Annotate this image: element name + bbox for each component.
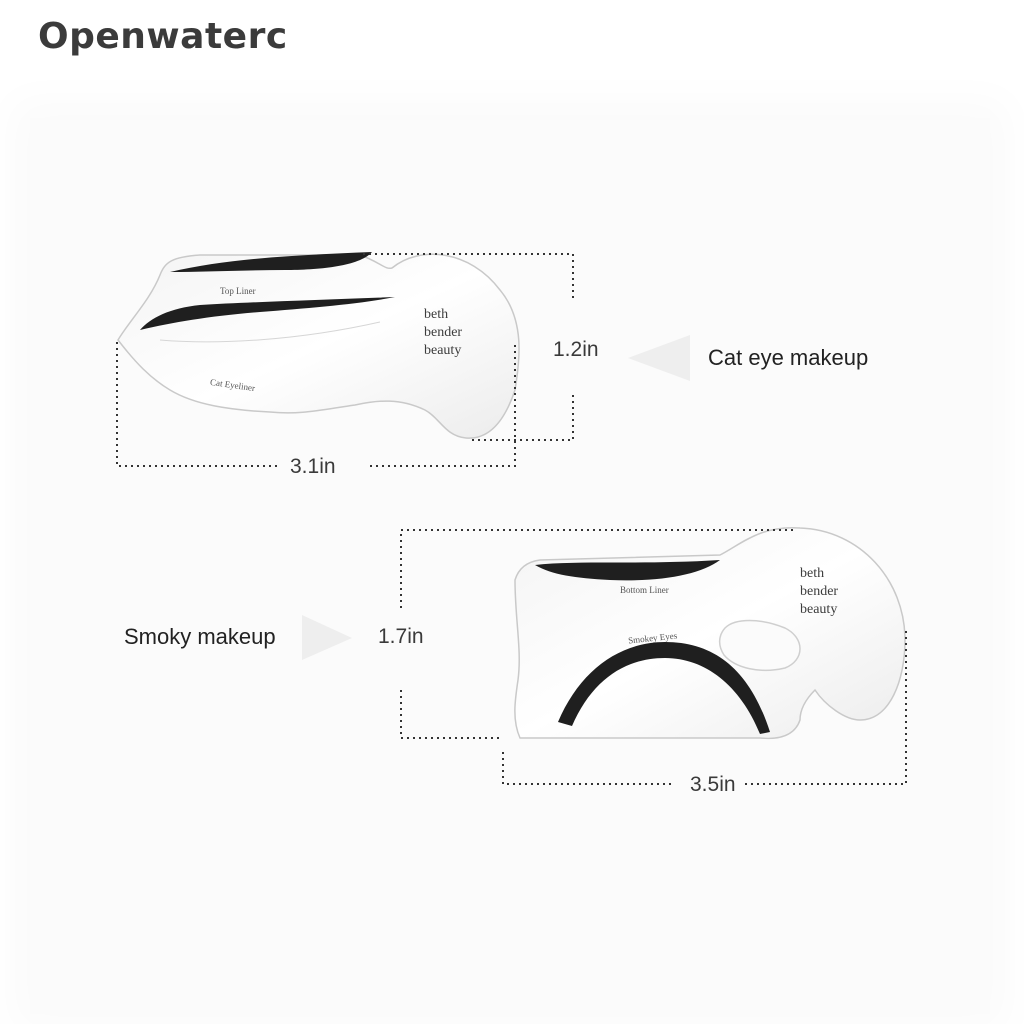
cat-eye-height-label: 1.2in (553, 338, 599, 361)
cat-eye-width-label: 3.1in (290, 455, 336, 478)
cat-eye-eyeliner-cutout (140, 297, 395, 330)
smoky-stencil-body (514, 527, 906, 740)
smoky-dimension-lines (400, 529, 907, 785)
cat-eye-brand-line-3: beauty (424, 343, 462, 358)
smoky-eyes-cutout (558, 642, 770, 734)
cat-eye-arrow (628, 335, 690, 381)
cat-eye-stencil-body (117, 253, 520, 439)
smoky-bottom-liner-cutout (535, 560, 720, 581)
cat-eye-top-label: Top Liner (220, 286, 256, 296)
cat-eye-stencil (117, 252, 520, 439)
smoky-top-label: Bottom Liner (620, 585, 669, 595)
cat-eye-top-liner-cutout (170, 252, 372, 272)
smoky-eye-hole (718, 619, 801, 672)
cat-eye-brand-line-1: beth (424, 307, 449, 322)
smoky-arrow (302, 615, 352, 660)
smoky-brand-line-1: beth (800, 566, 825, 581)
smoky-width-label: 3.5in (690, 773, 736, 796)
cat-eye-brand-line-2: bender (424, 325, 463, 340)
smoky-brand-line-2: bender (800, 584, 839, 599)
cat-eye-dimension-lines (116, 253, 574, 467)
store-watermark: Openwaterc (38, 16, 288, 57)
cat-eye-stencil-brand: beth bender beauty (424, 306, 462, 360)
smoky-height-label: 1.7in (378, 625, 424, 648)
smoky-stencil (514, 527, 906, 740)
cat-eye-makeup-label: Cat eye makeup (708, 345, 869, 370)
smoky-makeup-label: Smoky makeup (124, 624, 276, 649)
smoky-brand-line-3: beauty (800, 602, 838, 617)
smoky-stencil-brand: beth bender beauty (800, 565, 838, 619)
